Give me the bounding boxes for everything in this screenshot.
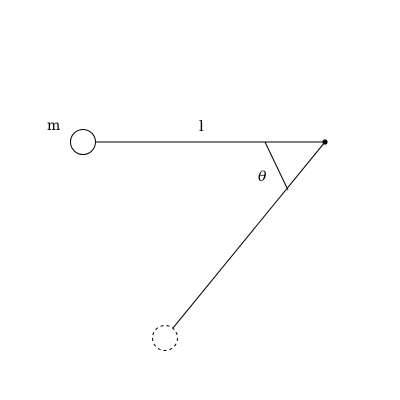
mass-bob-initial [70,129,96,155]
mass-bob-swung [152,325,178,351]
mass-label: m [47,118,60,134]
swung-rod [172,141,326,329]
length-label: l [199,117,204,135]
angle-arc [264,141,289,191]
angle-label: θ [258,169,267,185]
pivot-point [322,139,328,145]
